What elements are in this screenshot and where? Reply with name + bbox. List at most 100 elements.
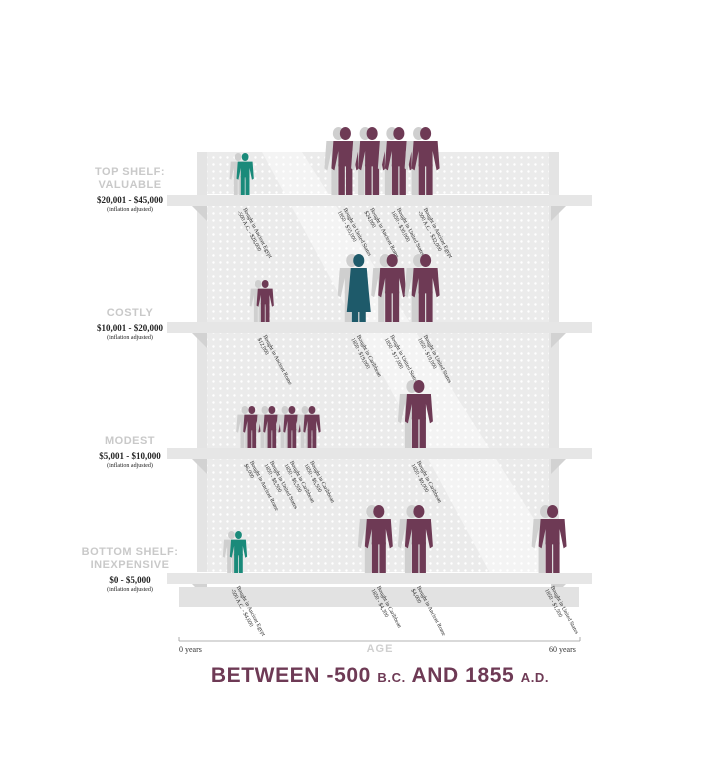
figure-leg	[385, 291, 392, 322]
figure-leg	[371, 542, 379, 573]
figure-leg	[307, 429, 312, 448]
figure-body	[263, 414, 281, 433]
person-2: Bought in United States1850 - $35,000	[324, 127, 372, 257]
figure-leg	[553, 542, 560, 573]
figure-leg	[418, 164, 425, 195]
figure-leg	[392, 291, 400, 322]
figure-head	[386, 254, 398, 267]
figure-leg	[240, 429, 245, 448]
axis-max-label: 60 years	[549, 645, 576, 654]
figure-leg	[247, 429, 252, 448]
people: Bought in Ancient Egypt-500 A.C. - $28,0…	[222, 127, 579, 638]
shelf-note: (inflation adjusted)	[107, 335, 153, 341]
title-part-2: B.C.	[377, 670, 406, 685]
shelf-label-bottom: BOTTOM SHELF: INEXPENSIVE $0 - $5,000 (i…	[45, 546, 215, 593]
figure-leg	[399, 164, 406, 195]
shelf-bracket	[551, 459, 566, 474]
figure-leg	[426, 291, 433, 322]
figure-leg	[379, 542, 386, 573]
figure-head	[308, 406, 316, 415]
figure-leg	[346, 164, 353, 195]
figure-body	[236, 161, 254, 180]
figure-head	[261, 406, 269, 415]
figure-leg	[391, 164, 399, 195]
figure-leg	[238, 176, 243, 195]
figure-body	[404, 394, 433, 424]
shelf-price: $20,001 - $45,000	[97, 195, 163, 205]
shelf-board	[167, 573, 592, 584]
shelf-upright	[197, 152, 207, 572]
shelf-name-2: INEXPENSIVE	[90, 559, 170, 571]
figure-leg	[419, 417, 426, 448]
figure-head	[234, 153, 242, 162]
figure-body	[364, 519, 393, 549]
figure-head	[547, 505, 559, 518]
figure-body	[229, 539, 248, 558]
figure-body	[243, 414, 261, 433]
figure-leg	[265, 429, 270, 448]
figure-leg	[359, 291, 366, 322]
figure-leg	[258, 303, 263, 322]
figure-leg	[280, 429, 285, 448]
figure-leg	[384, 164, 392, 195]
figure-head	[241, 406, 249, 415]
figure-leg	[312, 429, 317, 448]
figure-head	[353, 254, 365, 267]
figure-head	[420, 127, 432, 140]
figure-body	[378, 268, 407, 298]
figure-leg	[260, 303, 265, 322]
figure-leg	[267, 429, 272, 448]
figure-leg	[331, 164, 338, 195]
axis-title: AGE	[366, 643, 394, 655]
shelf-price: $0 - $5,000	[109, 575, 151, 585]
figure-leg	[272, 429, 277, 448]
base-plinth	[179, 587, 579, 607]
figure-head	[288, 406, 296, 415]
figure-leg	[227, 554, 232, 573]
figure-head	[373, 505, 385, 518]
figure-head	[420, 254, 432, 267]
figure-head	[413, 380, 425, 393]
figure-leg	[292, 429, 297, 448]
figure-leg	[545, 542, 552, 573]
figure-body	[346, 268, 371, 312]
shelf-price: $10,001 - $20,000	[97, 323, 163, 333]
figure-leg	[538, 542, 545, 573]
figure-leg	[245, 176, 250, 195]
figure-leg	[300, 429, 305, 448]
figure-leg	[372, 164, 380, 195]
shelf-board	[167, 322, 592, 333]
figure-head	[261, 280, 269, 289]
figure-leg	[231, 554, 236, 573]
person-18: Bought in United States1850 - $1,500	[531, 505, 579, 635]
figure-leg	[245, 429, 250, 448]
axis-min-label: 0 years	[179, 645, 202, 654]
figure-leg	[260, 429, 265, 448]
figure-leg	[358, 164, 365, 195]
shelf-board	[167, 448, 592, 459]
figure-leg	[411, 542, 419, 573]
figure-head	[301, 406, 309, 415]
figure-body	[411, 141, 440, 171]
figure-head	[281, 406, 289, 415]
figure-leg	[411, 291, 418, 322]
figure-leg	[305, 429, 310, 448]
figure-leg	[338, 164, 345, 195]
figure-head	[248, 406, 256, 415]
shelf-bracket	[551, 333, 566, 348]
figure-body	[256, 288, 274, 307]
figure-leg	[265, 303, 270, 322]
figure-leg	[252, 429, 257, 448]
title-part-3: AND 1855	[411, 664, 515, 687]
figure-leg	[418, 291, 425, 322]
figure-head	[235, 531, 242, 540]
figure-body	[538, 519, 567, 549]
figure-body	[404, 519, 433, 549]
figure-leg	[411, 417, 419, 448]
figure-leg	[404, 542, 412, 573]
shelf-name-2: VALUABLE	[98, 179, 162, 191]
person-14: Bought in Caribbean1850 - $9,000	[397, 380, 442, 504]
shelf-label-costly: COSTLY $10,001 - $20,000 (inflation adju…	[45, 307, 215, 341]
shelf-name: BOTTOM SHELF:	[81, 546, 179, 558]
